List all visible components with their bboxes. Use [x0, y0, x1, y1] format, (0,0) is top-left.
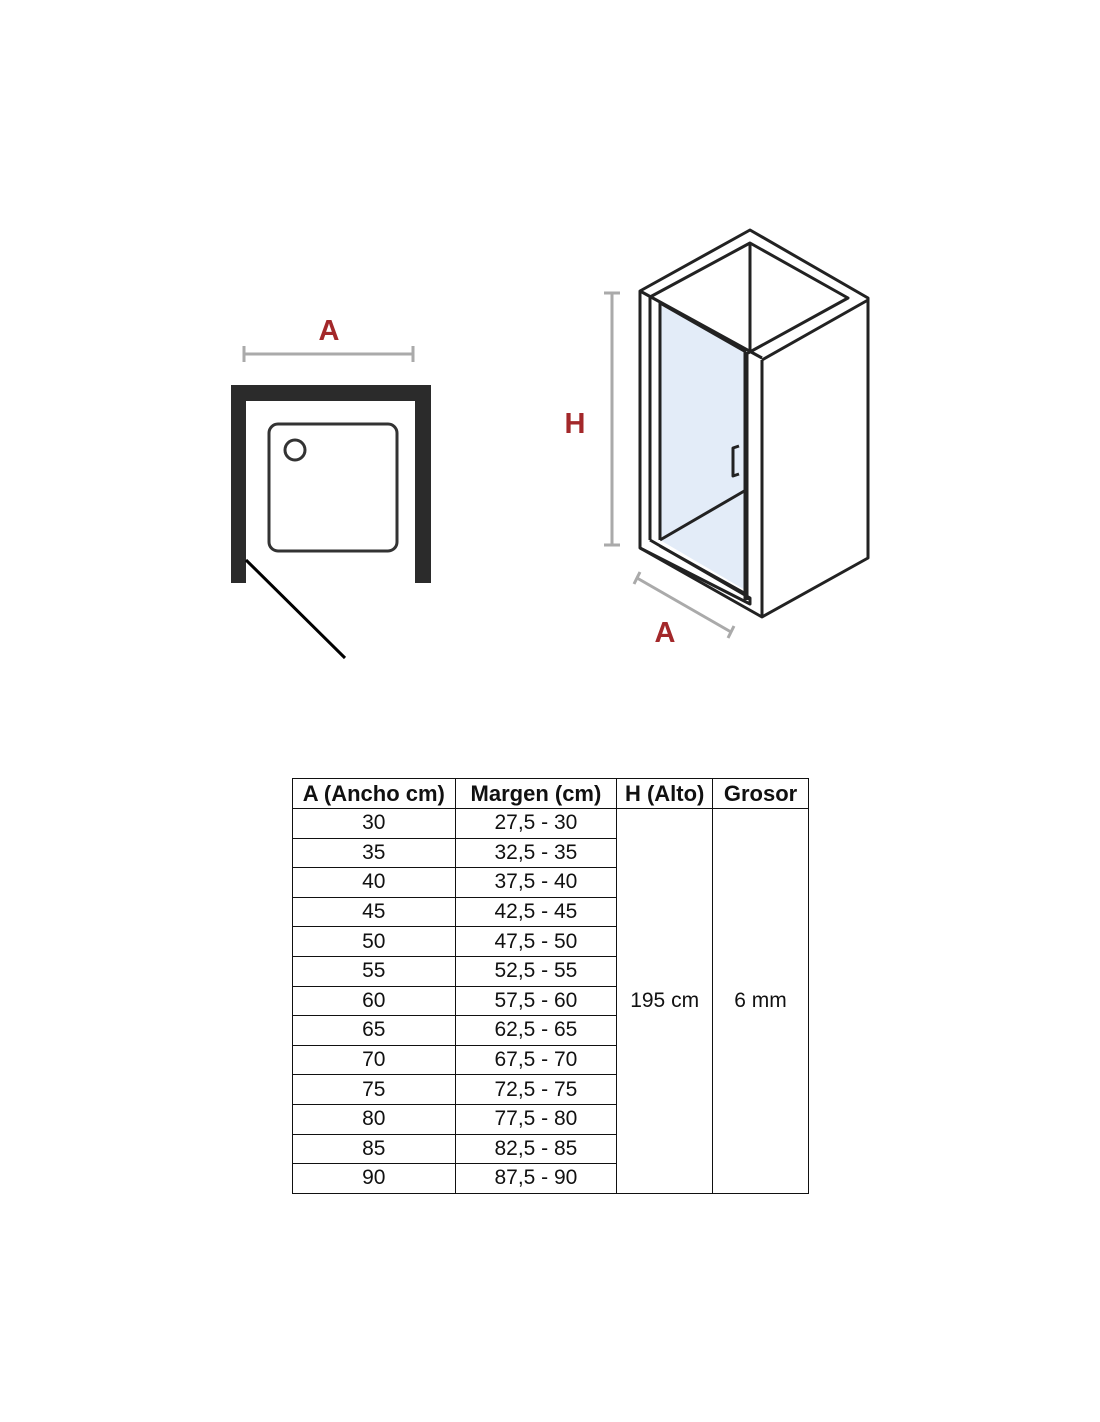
cell-margen: 27,5 - 30 [454, 808, 618, 839]
cell-ancho: 30 [292, 808, 456, 839]
table-row: 65 62,5 - 65 [292, 1015, 809, 1046]
cell-margen: 67,5 - 70 [454, 1044, 618, 1076]
table-row: 60 57,5 - 60 [292, 985, 809, 1017]
shower-tray [267, 422, 399, 553]
cell-margen: 47,5 - 50 [454, 926, 618, 957]
cell-margen: 82,5 - 85 [454, 1133, 618, 1165]
table-row: 75 72,5 - 75 [292, 1074, 809, 1105]
cell-margen: 77,5 - 80 [454, 1103, 618, 1135]
header-ancho: A (Ancho cm) [292, 778, 456, 809]
cell-ancho: 70 [292, 1044, 456, 1076]
header-alto: H (Alto) [616, 778, 714, 809]
cell-margen: 37,5 - 40 [454, 867, 618, 898]
cell-ancho: 90 [292, 1163, 456, 1194]
cell-grosor: 6 mm [712, 808, 809, 1194]
cell-margen: 72,5 - 75 [454, 1074, 618, 1105]
cell-ancho: 85 [292, 1133, 456, 1165]
table-row: 45 42,5 - 45 [292, 896, 809, 928]
header-grosor: Grosor [712, 778, 809, 809]
table-row: 50 47,5 - 50 [292, 926, 809, 957]
table-row: 70 67,5 - 70 [292, 1044, 809, 1076]
depth-label: A [655, 617, 676, 649]
cell-ancho: 80 [292, 1103, 456, 1135]
table-row: 80 77,5 - 80 [292, 1103, 809, 1135]
shower-diagrams: A H A [231, 228, 870, 660]
width-dimension-line [242, 346, 415, 362]
height-dimension-line [604, 291, 620, 547]
table-row: 90 87,5 - 90 [292, 1163, 809, 1194]
plan-width-label: A [319, 315, 340, 347]
table-row: 40 37,5 - 40 [292, 867, 809, 898]
cell-margen: 87,5 - 90 [454, 1163, 618, 1194]
table-row: 55 52,5 - 55 [292, 955, 809, 987]
door-swing-line [244, 558, 347, 660]
table-header-row: A (Ancho cm) Margen (cm) H (Alto) Grosor [292, 778, 809, 809]
cell-ancho: 55 [292, 955, 456, 987]
cell-ancho: 65 [292, 1015, 456, 1046]
header-margen: Margen (cm) [454, 778, 618, 809]
cell-margen: 42,5 - 45 [454, 896, 618, 928]
wall-frame [231, 385, 431, 583]
cell-margen: 52,5 - 55 [454, 955, 618, 987]
cell-ancho: 50 [292, 926, 456, 957]
glass-door [660, 305, 745, 590]
door-handle-icon [731, 444, 740, 478]
cell-ancho: 60 [292, 985, 456, 1017]
cell-margen: 62,5 - 65 [454, 1015, 618, 1046]
cell-ancho: 35 [292, 837, 456, 869]
isometric-view-diagram: H A [565, 228, 870, 649]
cell-ancho: 75 [292, 1074, 456, 1105]
cell-ancho: 40 [292, 867, 456, 898]
depth-dimension-line [632, 571, 736, 639]
cell-alto: 195 cm [616, 808, 714, 1194]
height-label: H [565, 408, 586, 440]
plan-view-diagram: A [231, 315, 431, 660]
cell-margen: 57,5 - 60 [454, 985, 618, 1017]
dimensions-table: A (Ancho cm) Margen (cm) H (Alto) Grosor… [292, 778, 809, 1194]
drain-icon [283, 438, 307, 462]
cell-margen: 32,5 - 35 [454, 837, 618, 869]
cell-ancho: 45 [292, 896, 456, 928]
